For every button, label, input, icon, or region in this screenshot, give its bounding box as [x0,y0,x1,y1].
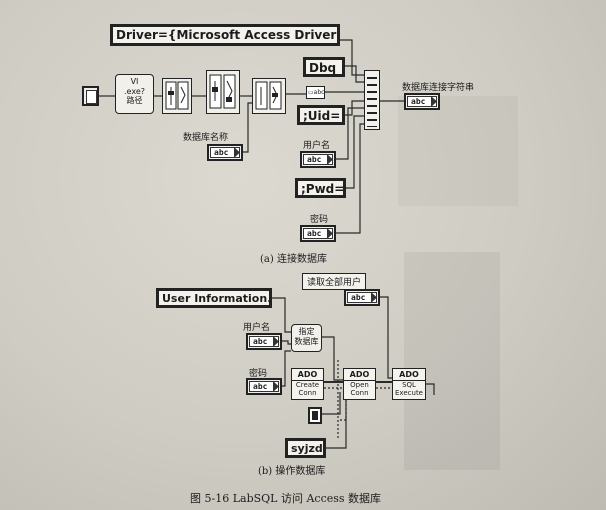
exe-path-vi[interactable]: VI .exe? 路径 [115,74,154,114]
username-control-b-value: abc [249,336,279,347]
db-name-control-value: abc [210,147,240,158]
password-control-b[interactable]: abc [246,378,282,395]
conn-string-indicator-value: abc [407,96,437,107]
build-path-icon [255,81,282,110]
path-to-string-label: ▭abc [308,89,325,96]
specify-db-line1: 指定 [298,327,315,336]
username-control-a[interactable]: abc [300,151,336,168]
strip-path-icon [165,81,189,110]
specify-database-vi[interactable]: 指定 数据库 [291,324,322,352]
bleed-through-shade [398,96,518,206]
concat-terminals [367,74,377,127]
current-vi-path-icon[interactable] [82,86,99,106]
ado-create-l1: Create [295,381,320,390]
ado-open-l2: Conn [350,389,369,398]
ado-open-conn-vi[interactable]: ADO Open Conn [343,368,376,400]
boolean-constant-fill [312,411,318,420]
ado-sql-l2: Execute [395,389,423,398]
path-to-string-node[interactable]: ▭abc [306,86,325,99]
db-name-label: 数据库名称 [183,133,229,143]
ado-create-conn-vi[interactable]: ADO Create Conn [291,368,324,400]
password-control-b-value: abc [249,381,279,392]
driver-string-constant[interactable]: Driver={Microsoft Access Driver (*.mdb)}… [110,24,340,46]
ado-create-l2: Conn [298,389,317,398]
strip-path-vi-2[interactable] [206,70,240,114]
username-control-b[interactable]: abc [246,333,282,350]
user-information-mdb-constant[interactable]: User Information.mdb [156,288,272,308]
username-label-a: 用户名 [303,141,331,151]
file-icon [86,90,97,104]
ado-open-hdr: ADO [344,369,375,382]
caption-b: (b) 操作数据库 [258,466,326,477]
username-label-b: 用户名 [243,323,271,333]
uid-string-constant[interactable]: ;Uid= [297,105,345,125]
read-all-users-label: 读取全部用户 [302,273,367,290]
exe-path-vi-line2: .exe? [124,86,145,96]
specify-db-line2: 数据库 [294,337,319,346]
db-name-control[interactable]: abc [207,144,243,161]
ado-sql-hdr: ADO [393,369,425,382]
dbq-string-constant[interactable]: Dbq [303,57,345,77]
strip-path-icon [209,74,236,109]
caption-a: (a) 连接数据库 [260,254,327,265]
password-control-a[interactable]: abc [300,225,336,242]
ado-sql-l1: SQL [402,381,416,390]
exe-path-vi-line1: VI [130,77,139,86]
syjzdx-string-constant[interactable]: syjzdx [285,438,326,458]
build-path-vi[interactable] [252,78,286,114]
password-label-a: 密码 [310,215,329,225]
ado-create-hdr: ADO [292,369,323,382]
pwd-string-constant[interactable]: ;Pwd= [295,178,346,198]
password-label-b: 密码 [249,369,268,379]
boolean-constant[interactable] [308,407,322,424]
username-control-a-value: abc [303,154,333,165]
read-all-users-indicator-value: abc [347,292,377,303]
conn-string-indicator[interactable]: abc [404,93,440,110]
ado-open-l1: Open [350,381,369,390]
exe-path-vi-line3: 路径 [126,96,143,106]
strip-path-vi-1[interactable] [162,78,192,114]
conn-string-label: 数据库连接字符串 [402,83,475,93]
abc-text: abc [313,89,325,96]
read-all-users-indicator[interactable]: abc [344,289,380,306]
password-control-a-value: abc [303,228,333,239]
figure-caption: 图 5-16 LabSQL 访问 Access 数据库 [190,492,382,505]
concatenate-strings-node[interactable] [364,70,380,130]
bleed-through-shade [404,252,500,470]
ado-sql-execute-vi[interactable]: ADO SQL Execute [392,368,426,400]
